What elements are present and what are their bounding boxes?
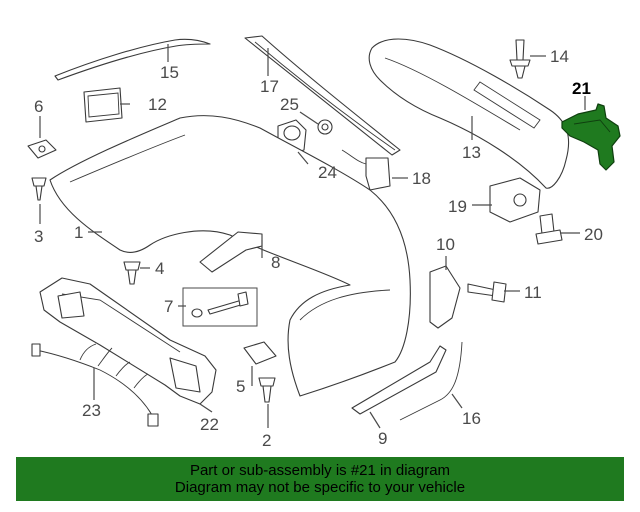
callout-17: 17	[260, 77, 279, 96]
callout-11: 11	[524, 283, 542, 302]
callout-16: 16	[462, 409, 481, 428]
part-20-sensor	[535, 213, 563, 245]
part-11-bolt	[467, 281, 507, 303]
part-18-sensor	[341, 149, 391, 191]
callout-20: 20	[584, 225, 603, 244]
callout-3: 3	[34, 227, 43, 246]
callout-4: 4	[155, 259, 164, 278]
callout-25: 25	[280, 95, 299, 114]
part-3-screw	[31, 177, 47, 201]
banner-line-1: Part or sub-assembly is #21 in diagram	[189, 462, 451, 479]
callout-6: 6	[34, 97, 43, 116]
callout-2: 2	[262, 431, 271, 450]
part-4-screw	[123, 261, 141, 285]
part-8-bracket	[199, 231, 263, 273]
callout-13: 13	[462, 143, 481, 162]
part-6-clip	[27, 139, 57, 159]
part-9-lower-trim	[351, 345, 447, 415]
part-16-lower-strip	[399, 341, 463, 421]
callout-15: 15	[160, 63, 179, 82]
callout-9: 9	[378, 429, 387, 448]
callout-1: 1	[74, 223, 83, 242]
parts-diagram: 15 17 12 6 3 1 4 7 8 25 24 18 13 14 21 2…	[27, 35, 621, 450]
callout-labels: 15 17 12 6 3 1 4 7 8 25 24 18 13 14 21 2…	[34, 47, 603, 450]
callout-14: 14	[550, 47, 569, 66]
callout-12: 12	[148, 95, 167, 114]
leader-lines	[39, 44, 586, 429]
part-13-diffuser	[368, 38, 570, 189]
part-12-reflector	[83, 87, 123, 123]
callout-21: 21	[572, 79, 591, 98]
part-21-bracket	[561, 103, 621, 171]
part-23-wiring-harness	[31, 343, 159, 427]
callout-23: 23	[82, 401, 101, 420]
callout-8: 8	[271, 253, 280, 272]
callout-22: 22	[200, 415, 219, 434]
part-19-bracket	[489, 177, 541, 223]
part-10-bracket	[429, 265, 461, 329]
part-15-trim-strip	[54, 38, 211, 81]
banner-line-2: Diagram may not be specific to your vehi…	[174, 479, 466, 496]
info-banner: Part or sub-assembly is #21 in diagram D…	[16, 457, 624, 501]
part-25-grommet	[317, 119, 333, 135]
part-22-reinforcement	[39, 277, 217, 405]
part-7-bolt-kit	[182, 287, 258, 327]
callout-7: 7	[164, 297, 173, 316]
callout-5: 5	[236, 377, 245, 396]
part-14-clip	[509, 39, 531, 79]
callout-10: 10	[436, 235, 455, 254]
part-1-bumper-cover	[49, 115, 411, 397]
callout-19: 19	[448, 197, 467, 216]
callout-24: 24	[318, 163, 337, 182]
part-2-screw	[258, 377, 276, 403]
part-17-moulding-strip	[244, 35, 401, 156]
callout-18: 18	[412, 169, 431, 188]
part-5-clip-nut	[243, 341, 277, 365]
